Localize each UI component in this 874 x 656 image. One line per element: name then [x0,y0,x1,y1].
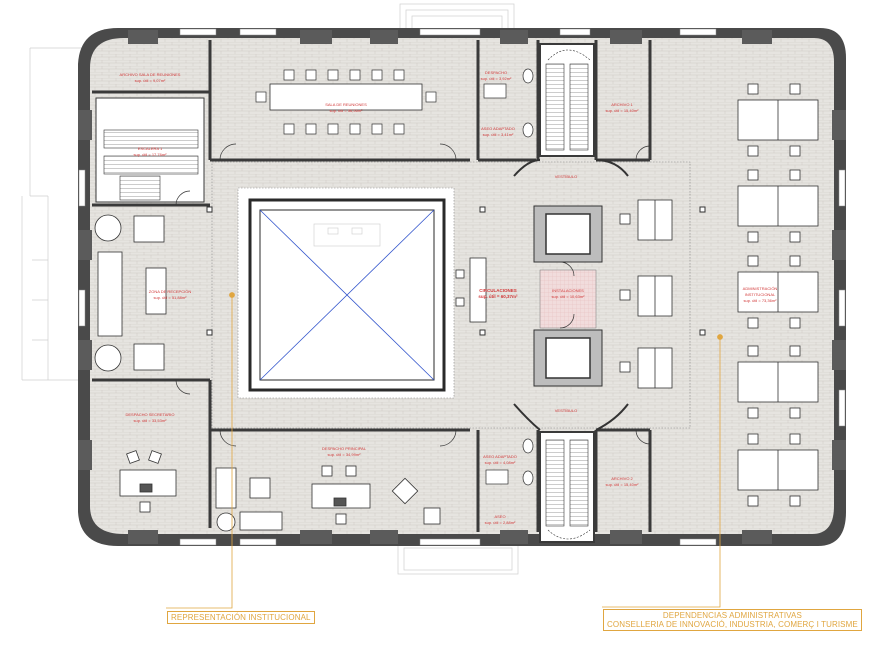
installations-area [539,269,597,329]
svg-text:sup. útil = 34,99m²: sup. útil = 34,99m² [327,452,361,457]
svg-text:sup. útil = 33,53m²: sup. útil = 33,53m² [133,418,167,423]
secretary-office-furniture [119,450,177,513]
reception-furniture [94,214,167,372]
svg-text:VESTÍBULO: VESTÍBULO [555,174,577,179]
callout-left-label: REPRESENTACIÓN INSTITUCIONAL [171,613,311,622]
columns [206,206,706,336]
svg-text:sup. útil = 2,88m²: sup. útil = 2,88m² [485,520,516,525]
callout-representacion-institucional: REPRESENTACIÓN INSTITUCIONAL [167,611,315,624]
svg-text:sup. útil = 3,92m²: sup. útil = 3,92m² [481,76,512,81]
svg-text:SALA DE REUNIONES: SALA DE REUNIONES [325,102,367,107]
svg-text:INSTALACIONES: INSTALACIONES [552,288,584,293]
svg-text:sup. útil = 15,40m²: sup. útil = 15,40m² [605,108,639,113]
stair-landings [513,159,629,431]
svg-text:ARCHIVO SALA DE REUNIONES: ARCHIVO SALA DE REUNIONES [120,72,181,77]
meeting-table [255,69,437,135]
svg-text:CIRCULACIONES: CIRCULACIONES [479,288,517,293]
callout-leaders [166,292,723,609]
director-office-furniture [215,465,441,532]
staircase-south [539,431,595,543]
facade-pilasters [78,30,846,544]
svg-text:ESCALERA 1: ESCALERA 1 [138,146,163,151]
svg-text:sup. útil = 15,40m²: sup. útil = 15,40m² [605,482,639,487]
svg-text:ASEO ADAPTADO: ASEO ADAPTADO [481,126,515,131]
elevator-south [533,329,603,387]
svg-text:DESPACHO: DESPACHO [485,70,507,75]
svg-text:sup. útil = 56,56m²: sup. útil = 56,56m² [329,108,363,113]
svg-text:ARCHIVO 1: ARCHIVO 1 [611,102,633,107]
svg-text:ASEO ADAPTADO: ASEO ADAPTADO [483,454,517,459]
svg-text:sup. útil = 9,07m²: sup. útil = 9,07m² [135,78,166,83]
svg-text:ARCHIVO 2: ARCHIVO 2 [611,476,633,481]
central-skylight [237,187,455,399]
door-swings [175,143,651,447]
svg-text:DESPACHO SECRETARIO: DESPACHO SECRETARIO [126,412,175,417]
interior-walls [92,40,652,532]
svg-text:sup. útil = 3,41m²: sup. útil = 3,41m² [483,132,514,137]
svg-text:sup. útil = 73,36m²: sup. útil = 73,36m² [743,298,777,303]
callout-dependencias-administrativas: DEPENDENCIAS ADMINISTRATIVAS CONSELLERIA… [603,609,862,631]
svg-text:ZONA DE RECEPCIÓN: ZONA DE RECEPCIÓN [149,289,192,294]
toilet-fixtures [483,68,534,486]
svg-text:ADMINISTRACIÓN: ADMINISTRACIÓN [743,286,778,291]
room-labels: ARCHIVO SALA DE REUNIONES sup. útil = 9,… [120,70,778,525]
circulation-desk [455,257,487,323]
svg-text:sup. útil = 51,88m²: sup. útil = 51,88m² [153,295,187,300]
svg-text:sup. útil = 10,63m²: sup. útil = 10,63m² [551,294,585,299]
svg-text:sup. útil = 60,37m²: sup. útil = 60,37m² [478,294,518,299]
office-desks-east [737,83,819,507]
svg-text:sup. útil = 17,76m²: sup. útil = 17,76m² [133,152,167,157]
callout-right-line2: CONSELLERIA DE INNOVACIÓ, INDUSTRIA, COM… [607,620,858,629]
staircase-west [95,97,205,203]
svg-text:ASEO: ASEO [494,514,505,519]
svg-text:VESTÍBULO: VESTÍBULO [555,408,577,413]
callout-right-line1: DEPENDENCIAS ADMINISTRATIVAS [662,611,802,620]
windows [78,28,846,546]
svg-text:DESPACHO PRINCIPAL: DESPACHO PRINCIPAL [322,446,367,451]
elevator-north [533,205,603,263]
svg-text:INSTITUCIONAL: INSTITUCIONAL [745,292,776,297]
office-desks-center [619,199,673,389]
staircase-north [539,43,595,157]
svg-text:sup. útil = 4,08m²: sup. útil = 4,08m² [485,460,516,465]
